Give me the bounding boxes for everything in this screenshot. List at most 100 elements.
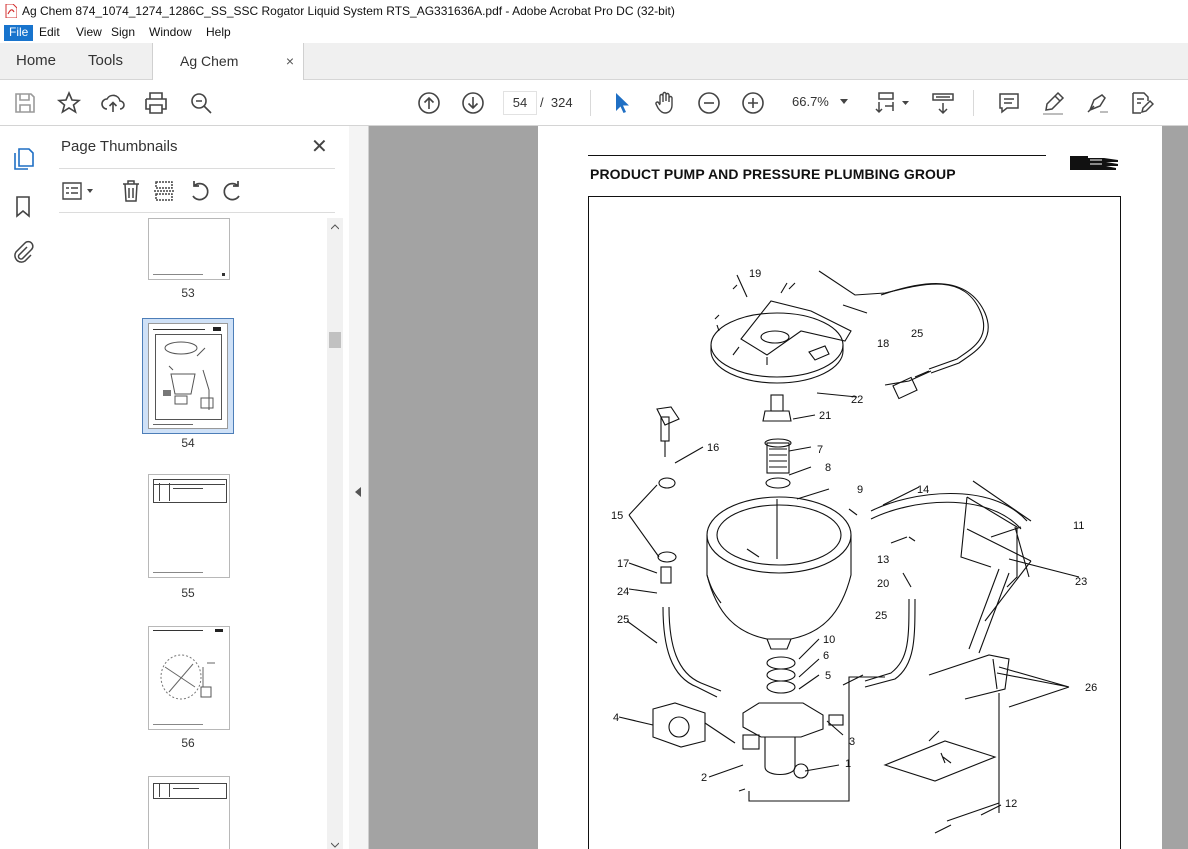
zoom-in-button[interactable] (740, 90, 766, 116)
callout-label: 25 (617, 614, 629, 626)
callout-label: 9 (857, 484, 863, 496)
hand-icon (655, 91, 673, 114)
page-display-button[interactable] (874, 90, 914, 116)
thumbnail-page[interactable] (148, 626, 230, 730)
bookmarks-button[interactable] (10, 194, 36, 220)
thumbnail-page[interactable] (148, 218, 230, 280)
menu-sign[interactable]: Sign (111, 25, 136, 39)
callout-label: 13 (877, 554, 889, 566)
next-page-button[interactable] (460, 90, 486, 116)
scroll-up-icon[interactable] (331, 224, 339, 230)
title-bar: Ag Chem 874_1074_1274_1286C_SS_SSC Rogat… (0, 0, 1188, 22)
arrow-up-circle-icon (418, 92, 440, 114)
page-heading: PRODUCT PUMP AND PRESSURE PLUMBING GROUP (590, 166, 956, 182)
tab-bar: Home Tools Ag Chem 874_107... × (0, 43, 1188, 105)
bookmark-icon (16, 196, 30, 218)
draw-button[interactable] (1084, 90, 1110, 116)
menu-view[interactable]: View (76, 25, 102, 39)
window-title: Ag Chem 874_1074_1274_1286C_SS_SSC Rogat… (22, 4, 675, 18)
edit-document-icon (1132, 92, 1155, 114)
scrollbar-thumb[interactable] (329, 332, 341, 348)
menu-bar: File Edit View Sign Window Help (0, 22, 1188, 43)
thumbnail-list: 53 54 (45, 218, 327, 849)
print-button[interactable] (143, 90, 169, 116)
page-number-input[interactable]: 54 (503, 91, 537, 115)
thumbnail-label: 55 (181, 586, 195, 600)
document-view[interactable]: PRODUCT PUMP AND PRESSURE PLUMBING GROUP (369, 126, 1188, 849)
attachments-button[interactable] (10, 239, 36, 265)
minus-circle-icon (698, 92, 720, 114)
document-margin (1162, 126, 1188, 849)
page-thumbnails-button[interactable] (10, 146, 36, 172)
thumbnail-page[interactable] (148, 474, 230, 578)
callout-label: 2 (701, 772, 707, 784)
callout-label: 15 (611, 510, 623, 522)
arrow-down-circle-icon (462, 92, 484, 114)
insert-page-icon[interactable] (153, 179, 175, 203)
zoom-search-icon (191, 93, 212, 114)
tab-tools[interactable]: Tools (88, 52, 124, 69)
acrobat-app-icon (5, 4, 17, 18)
highlighter-icon (1043, 91, 1065, 115)
panel-close-icon[interactable]: ✕ (311, 136, 328, 158)
highlight-button[interactable] (1040, 90, 1066, 116)
rotate-left-icon[interactable] (187, 179, 211, 203)
tab-home[interactable]: Home (16, 52, 57, 69)
callout-label: 25 (875, 610, 887, 622)
tab-close-icon[interactable]: × (285, 53, 294, 69)
rotate-right-icon[interactable] (221, 179, 245, 203)
plus-circle-icon (742, 92, 764, 114)
zoom-level-select[interactable]: 66.7% (784, 91, 854, 113)
parts-diagram: 19 18 25 22 21 7 8 16 15 9 14 11 13 17 2… (588, 196, 1121, 849)
thumbnail-diagram-preview (160, 654, 215, 700)
menu-edit[interactable]: Edit (39, 25, 60, 39)
delete-page-icon[interactable] (120, 179, 142, 203)
save-icon (15, 93, 35, 113)
scroll-down-icon[interactable] (331, 842, 339, 848)
save-button[interactable] (12, 90, 38, 116)
navigation-rail (0, 126, 46, 849)
callout-label: 22 (851, 394, 863, 406)
upload-cloud-button[interactable] (100, 90, 126, 116)
callout-label: 4 (613, 712, 619, 724)
toolbar-divider (590, 90, 591, 116)
comment-button[interactable] (996, 90, 1022, 116)
scroll-mode-button[interactable] (930, 90, 956, 116)
edit-pdf-button[interactable] (1128, 90, 1155, 116)
thumbnail-page[interactable] (148, 776, 230, 849)
scroll-mode-icon (932, 93, 954, 115)
panel-splitter[interactable] (349, 126, 369, 849)
menu-window[interactable]: Window (149, 25, 192, 39)
options-menu-icon[interactable] (61, 180, 95, 202)
toolbar-divider (973, 90, 974, 116)
menu-file[interactable]: File (4, 25, 34, 41)
thumbnail-selected-frame[interactable] (142, 318, 234, 434)
thumbnail-page (148, 323, 228, 429)
callout-label: 21 (819, 410, 831, 422)
callout-label: 19 (749, 268, 761, 280)
callout-label: 1 (845, 758, 851, 770)
pdf-page: PRODUCT PUMP AND PRESSURE PLUMBING GROUP (538, 126, 1162, 849)
menu-help[interactable]: Help (206, 25, 231, 39)
zoom-level-value: 66.7% (792, 94, 829, 109)
select-tool-button[interactable] (608, 90, 634, 116)
pen-icon (1087, 94, 1108, 113)
glove-hand-icon (1070, 156, 1118, 170)
previous-page-button[interactable] (416, 90, 442, 116)
callout-label: 25 (911, 328, 923, 340)
zoom-out-button[interactable] (696, 90, 722, 116)
thumbnail-scrollbar[interactable] (327, 218, 343, 849)
tab-document[interactable]: Ag Chem 874_107... × (152, 43, 304, 105)
callout-labels: 19 18 25 22 21 7 8 16 15 9 14 11 13 17 2… (611, 268, 1097, 810)
find-button[interactable] (188, 90, 214, 116)
hand-tool-button[interactable] (652, 90, 678, 116)
callout-label: 17 (617, 558, 629, 570)
collapse-panel-icon[interactable] (355, 487, 362, 497)
thumbnail-diagram-preview (163, 341, 214, 410)
page-separator: / (540, 95, 544, 110)
pages-icon (14, 148, 34, 170)
bookmark-star-button[interactable] (56, 90, 82, 116)
callout-label: 18 (877, 338, 889, 350)
printer-icon (145, 92, 167, 114)
cursor-arrow-icon (616, 93, 629, 113)
